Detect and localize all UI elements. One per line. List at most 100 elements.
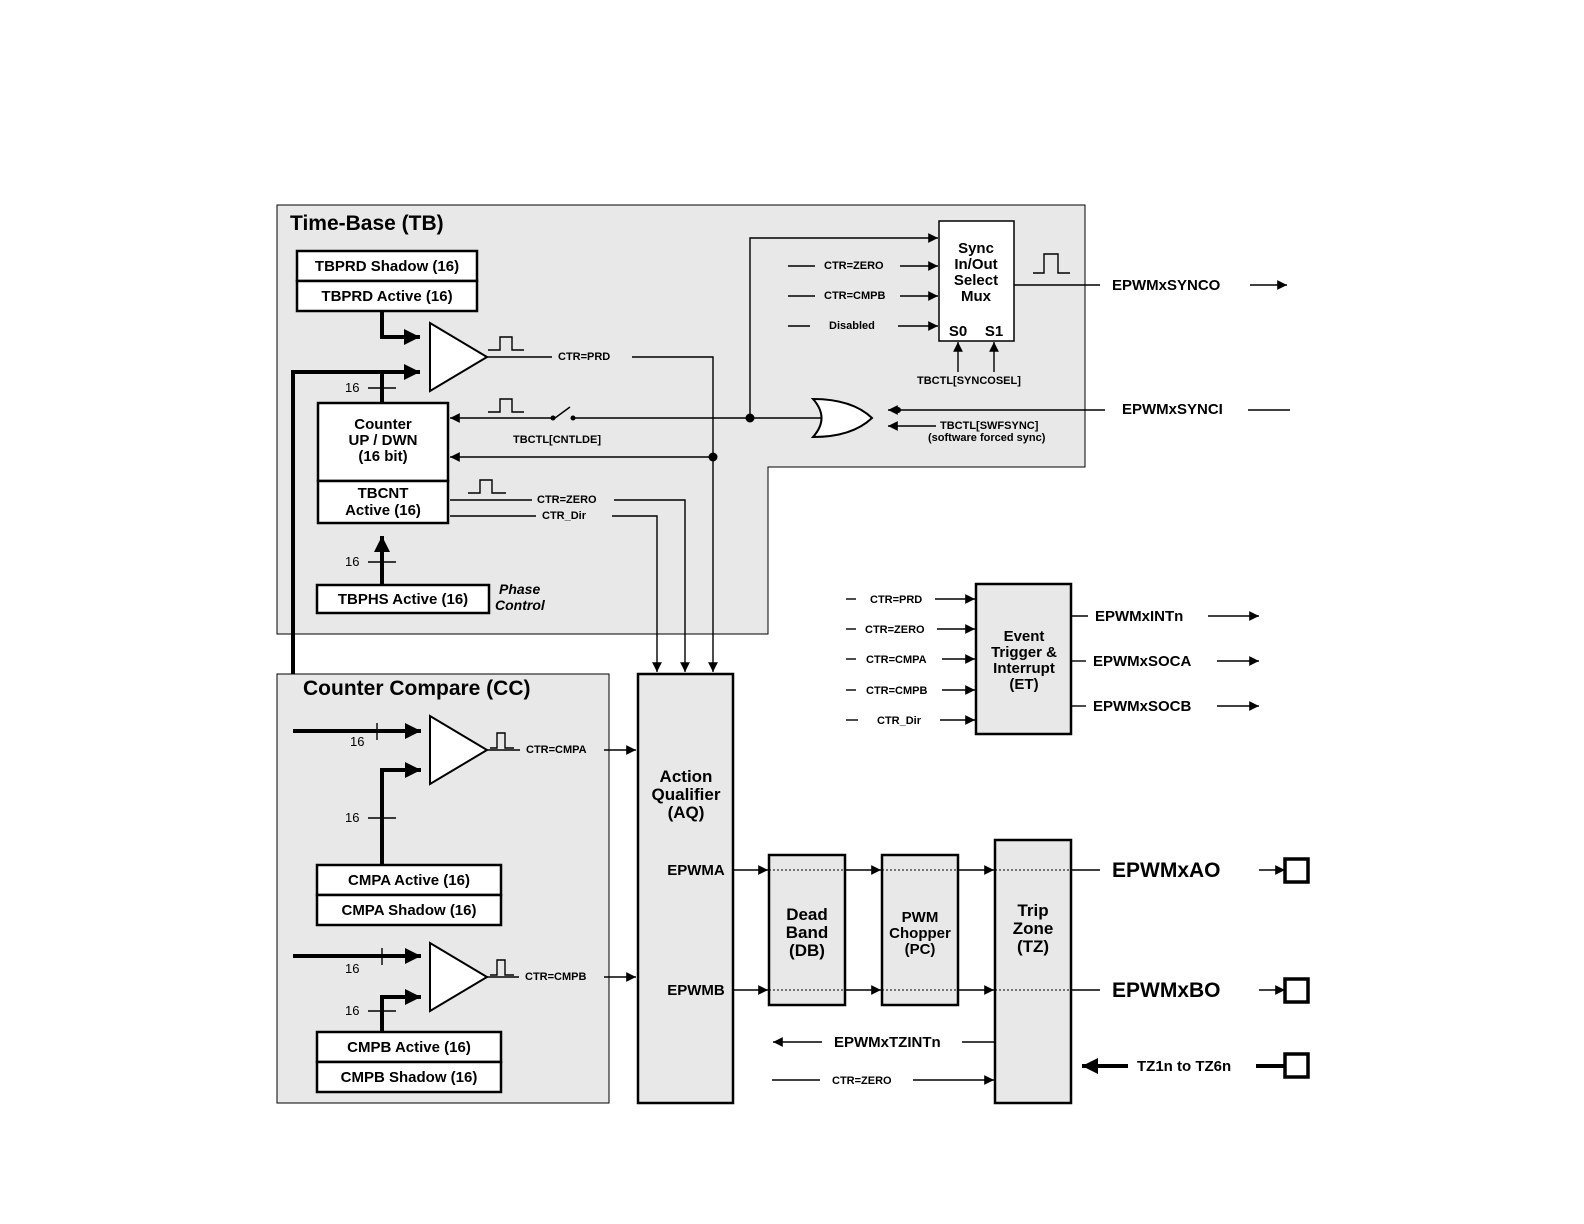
aq-epwmb-label: EPWMB — [667, 982, 725, 999]
tbcnt-label-l1: TBCNT — [358, 485, 409, 502]
et-out-int-label: EPWMxINTn — [1095, 608, 1183, 625]
cmpa-pulse-icon — [490, 732, 514, 749]
counter-label-l1: Counter — [354, 416, 412, 433]
cmpa-shadow-label: CMPA Shadow (16) — [341, 902, 476, 919]
mux-in-zero-label: CTR=ZERO — [824, 260, 884, 272]
ctr-prd-label: CTR=PRD — [558, 351, 610, 363]
cmpa-comparator — [429, 714, 489, 786]
et-label-l4: (ET) — [1009, 676, 1038, 693]
counter-label-l2: UP / DWN — [349, 432, 418, 449]
tbprd-active-label: TBPRD Active (16) — [321, 288, 452, 305]
event-trigger-block — [974, 582, 1073, 736]
pc-label-l2: Chopper — [889, 925, 951, 942]
time-base-title: Time-Base (TB) — [290, 212, 444, 235]
tbphs-label: TBPHS Active (16) — [338, 591, 468, 608]
bus-width-label-b: 16 — [345, 554, 359, 569]
cmpa-active-box — [315, 863, 503, 897]
et-in-cmpa-label: CTR=CMPA — [866, 654, 927, 666]
bo-label: EPWMxBO — [1112, 979, 1221, 1002]
sync-mux-l1: Sync — [958, 240, 994, 257]
et-label-l3: Interrupt — [993, 660, 1055, 677]
sync-or-gate — [810, 397, 874, 439]
tz-label-l3: (TZ) — [1017, 937, 1049, 956]
tzint-label: EPWMxTZINTn — [834, 1034, 941, 1051]
period-pulse-icon — [488, 336, 524, 351]
ctr-dir-label: CTR_Dir — [542, 510, 587, 522]
aq-label-l3: (AQ) — [668, 803, 705, 822]
db-label-l1: Dead — [786, 905, 828, 924]
bus-width-label-a: 16 — [345, 380, 359, 395]
cmpa-active-label: CMPA Active (16) — [348, 872, 470, 889]
tzin-label: TZ1n to TZ6n — [1137, 1058, 1231, 1075]
ctr-cmpa-label: CTR=CMPA — [526, 744, 587, 756]
et-label-l1: Event — [1004, 628, 1045, 645]
cntlde-switch-contact-b — [570, 415, 576, 421]
ctr-cmpb-label: CTR=CMPB — [525, 971, 586, 983]
counter-compare-title: Counter Compare (CC) — [303, 677, 531, 700]
synci-label: EPWMxSYNCI — [1122, 401, 1223, 418]
db-label-l3: (DB) — [789, 941, 825, 960]
et-out-socb-label: EPWMxSOCB — [1093, 698, 1192, 715]
swfsync-label-l2: (software forced sync) — [928, 432, 1046, 444]
time-base-panel — [276, 204, 1086, 635]
cmpa-shadow-box — [315, 893, 503, 927]
phase-control-l2: Control — [495, 597, 546, 613]
sync-to-mux-route — [749, 233, 938, 418]
cmpa-active-bus — [380, 762, 421, 865]
tbprd-shadow-box — [295, 249, 479, 283]
db-label-l2: Band — [786, 923, 829, 942]
tbprd-shadow-label: TBPRD Shadow (16) — [315, 258, 459, 275]
cntlde-switch-blade — [554, 406, 571, 419]
dead-band-block — [767, 853, 847, 1007]
action-qualifier-block — [636, 672, 735, 1105]
cntlde-pulse-icon — [488, 398, 524, 413]
tz-label-l1: Trip — [1017, 901, 1048, 920]
ctr-zero-route — [614, 499, 690, 672]
sync-mux-s1: S1 — [985, 323, 1003, 340]
swfsync-label-l1: TBCTL[SWFSYNC] — [940, 420, 1039, 432]
pwm-chopper-block — [880, 853, 960, 1007]
ao-label: EPWMxAO — [1112, 859, 1221, 882]
sync-mux-box — [938, 220, 1015, 342]
et-label-l2: Trigger & — [991, 644, 1057, 661]
ctr-prd-route — [632, 356, 718, 672]
cmpb-shadow-box — [315, 1060, 503, 1094]
cmpb-pulse-icon — [490, 959, 514, 976]
tbphs-box — [315, 583, 491, 615]
mux-in-cmpb-label: CTR=CMPB — [824, 290, 885, 302]
mux-in-disabled-label: Disabled — [829, 320, 875, 332]
cmpb-comparator — [429, 941, 489, 1013]
et-in-cmpb-label: CTR=CMPB — [866, 685, 927, 697]
sync-mux-s0: S0 — [949, 323, 967, 340]
pc-label-l1: PWM — [902, 909, 939, 926]
bus-width-label-e: 16 — [345, 961, 359, 976]
tzin-pin-icon — [1283, 1052, 1310, 1079]
tz-label-l2: Zone — [1013, 919, 1054, 938]
bus-width-label-f: 16 — [345, 1003, 359, 1018]
sync-mux-l4: Mux — [961, 288, 992, 305]
ctr-zero-label: CTR=ZERO — [537, 494, 597, 506]
cmpb-shadow-label: CMPB Shadow (16) — [341, 1069, 478, 1086]
et-in-dir-label: CTR_Dir — [877, 715, 922, 727]
ao-pin-icon — [1283, 857, 1310, 884]
cmpb-active-bus — [380, 989, 421, 1032]
tbprd-active-box — [295, 279, 479, 313]
cmpb-active-box — [315, 1030, 503, 1064]
period-comparator — [429, 321, 489, 393]
aq-label-l2: Qualifier — [652, 785, 721, 804]
pc-label-l3: (PC) — [905, 941, 936, 958]
tbcnt-box — [316, 479, 450, 525]
phase-control-l1: Phase — [499, 581, 540, 597]
sync-mux-l3: Select — [954, 272, 998, 289]
aq-epwma-label: EPWMA — [667, 862, 725, 879]
et-out-soca-label: EPWMxSOCA — [1093, 653, 1192, 670]
et-in-zero-label: CTR=ZERO — [865, 624, 925, 636]
cntlde-switch-contact-a — [550, 415, 556, 421]
bo-pin-icon — [1283, 977, 1310, 1004]
sync-out-pulse-icon — [1033, 253, 1070, 274]
tbprd-bus — [380, 311, 420, 345]
et-in-prd-label: CTR=PRD — [870, 594, 922, 606]
syncosel-label: TBCTL[SYNCOSEL] — [917, 375, 1021, 387]
cntlde-label: TBCTL[CNTLDE] — [513, 434, 601, 446]
